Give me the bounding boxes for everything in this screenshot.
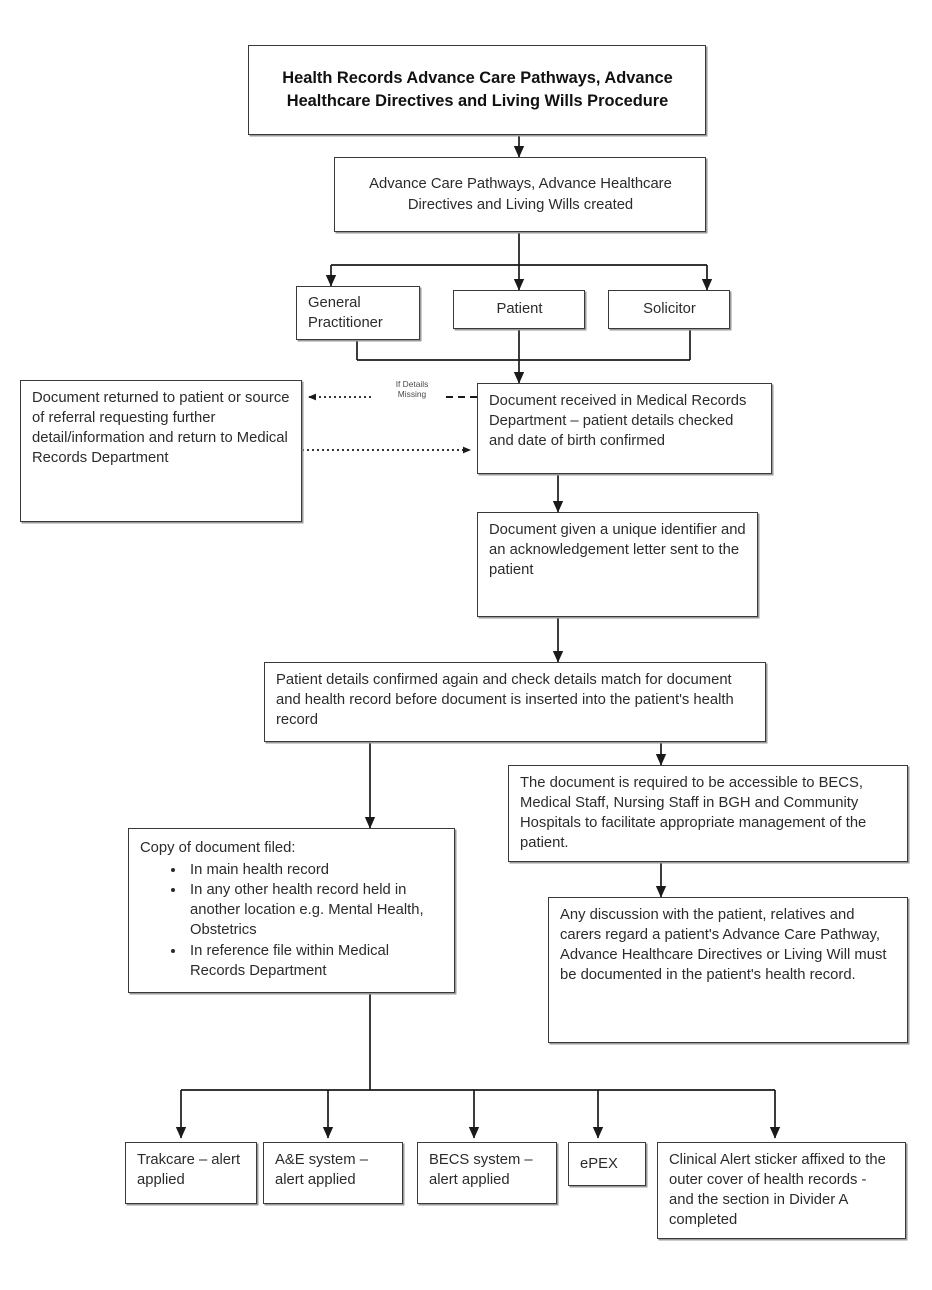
node-clinical-alert-text: Clinical Alert sticker affixed to the ou… xyxy=(669,1152,886,1229)
node-clinical-alert-sticker: Clinical Alert sticker affixed to the ou… xyxy=(657,1142,906,1239)
node-created-text: Advance Care Pathways, Advance Healthcar… xyxy=(369,176,672,213)
node-ae-system-text: A&E system – alert applied xyxy=(275,1152,368,1189)
label-if-details-missing: If Details Missing xyxy=(382,379,442,400)
node-trakcare: Trakcare – alert applied xyxy=(125,1142,257,1204)
node-gp-text: General Practitioner xyxy=(308,294,383,331)
list-item: In any other health record held in anoth… xyxy=(186,880,444,940)
node-general-practitioner: General Practitioner xyxy=(296,286,420,340)
node-unique-identifier: Document given a unique identifier and a… xyxy=(477,512,758,617)
node-confirm-text: Patient details confirmed again and chec… xyxy=(276,672,734,729)
node-document-accessible: The document is required to be accessibl… xyxy=(508,765,908,862)
node-copy-of-document-filed: Copy of document filed: In main health r… xyxy=(128,828,455,993)
node-becs-system: BECS system – alert applied xyxy=(417,1142,557,1204)
node-received-text: Document received in Medical Records Dep… xyxy=(489,393,747,450)
node-copy-filed-lead: Copy of document filed: xyxy=(140,840,296,856)
node-epex: ePEX xyxy=(568,1142,646,1186)
node-returned-text: Document returned to patient or source o… xyxy=(32,390,290,467)
node-title-text: Health Records Advance Care Pathways, Ad… xyxy=(282,68,673,110)
node-patient-text: Patient xyxy=(496,301,543,318)
copy-filed-list: In main health record In any other healt… xyxy=(140,860,444,981)
node-unique-text: Document given a unique identifier and a… xyxy=(489,522,746,579)
node-created: Advance Care Pathways, Advance Healthcar… xyxy=(334,157,706,232)
node-epex-text: ePEX xyxy=(580,1155,618,1172)
node-trakcare-text: Trakcare – alert applied xyxy=(137,1152,241,1189)
node-document-returned: Document returned to patient or source o… xyxy=(20,380,302,522)
node-title: Health Records Advance Care Pathways, Ad… xyxy=(248,45,706,135)
node-ae-system: A&E system – alert applied xyxy=(263,1142,403,1204)
node-patient: Patient xyxy=(453,290,585,329)
node-solicitor-text: Solicitor xyxy=(643,301,696,318)
node-accessible-text: The document is required to be accessibl… xyxy=(520,775,867,852)
node-solicitor: Solicitor xyxy=(608,290,730,329)
label-if-details-line1: If Details xyxy=(395,379,429,389)
node-any-discussion: Any discussion with the patient, relativ… xyxy=(548,897,908,1043)
node-becs-system-text: BECS system – alert applied xyxy=(429,1152,533,1189)
label-if-details-line2: Missing xyxy=(397,388,427,399)
list-item: In main health record xyxy=(186,860,444,880)
list-item: In reference file within Medical Records… xyxy=(186,941,444,981)
node-details-confirmed-again: Patient details confirmed again and chec… xyxy=(264,662,766,742)
node-discussion-text: Any discussion with the patient, relativ… xyxy=(560,907,887,984)
node-document-received: Document received in Medical Records Dep… xyxy=(477,383,772,474)
